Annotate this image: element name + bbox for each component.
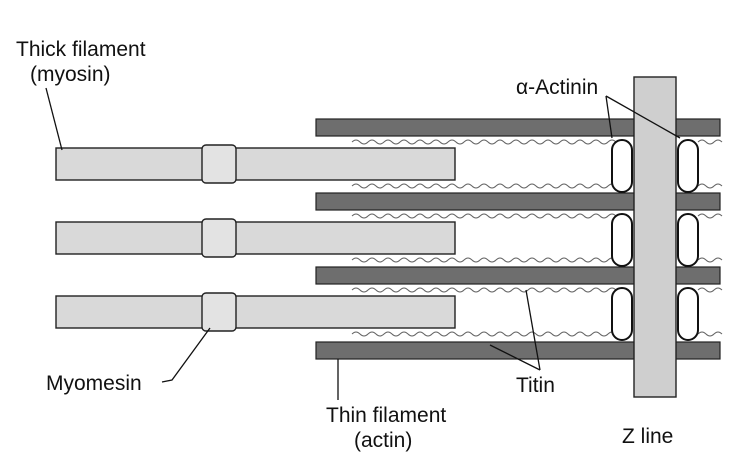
actinin-capsule — [677, 139, 699, 193]
titin-leader — [489, 344, 541, 371]
titin-spring — [697, 331, 723, 337]
titin-spring — [351, 139, 617, 145]
thick-filament — [55, 295, 456, 329]
thin-filament — [315, 192, 721, 211]
titin-spring — [351, 331, 617, 337]
thin-filament-label: Thin filament — [326, 404, 446, 427]
myomesin-block — [201, 144, 237, 184]
actinin-leader — [605, 95, 681, 139]
titin-spring — [697, 183, 723, 189]
thin-filament — [315, 118, 721, 137]
myomesin-block — [201, 218, 237, 258]
thick-filament-sublabel: (myosin) — [30, 63, 111, 86]
titin-leader — [525, 289, 541, 371]
thin-filament — [315, 266, 721, 285]
thin-filaments — [315, 118, 721, 360]
titin-spring — [697, 139, 723, 145]
thick-filament — [55, 147, 456, 181]
titin-spring — [697, 287, 723, 293]
actinin-capsule — [611, 287, 633, 341]
myomesin-leader — [161, 327, 211, 383]
thick-filament-leader — [45, 87, 63, 151]
z-line — [633, 76, 677, 398]
leader-lines — [45, 87, 681, 400]
thick-filaments — [55, 147, 456, 329]
myomesin-label: Myomesin — [46, 372, 142, 395]
myomesin-block — [201, 292, 237, 332]
titin-spring — [351, 287, 617, 293]
titin-spring — [351, 213, 617, 219]
z-line-label: Z line — [622, 425, 673, 448]
thick-filament — [55, 221, 456, 255]
titin-springs — [351, 139, 723, 337]
alpha-actinin-label: α-Actinin — [516, 76, 598, 99]
actinin-leader — [605, 95, 613, 139]
thin-filament-sublabel: (actin) — [354, 429, 412, 452]
actinin-capsule — [677, 287, 699, 341]
alpha-actinin-capsules — [611, 139, 699, 341]
titin-spring — [697, 257, 723, 263]
thick-filament-label: Thick filament — [16, 38, 146, 61]
myomesin-blocks — [201, 144, 237, 332]
labels: Thick filament (myosin) α-Actinin Myomes… — [16, 38, 673, 452]
titin-spring — [697, 213, 723, 219]
titin-spring — [351, 257, 617, 263]
titin-label: Titin — [516, 374, 555, 397]
actinin-capsule — [677, 213, 699, 267]
actinin-capsule — [611, 213, 633, 267]
titin-spring — [351, 183, 617, 189]
actinin-capsule — [611, 139, 633, 193]
